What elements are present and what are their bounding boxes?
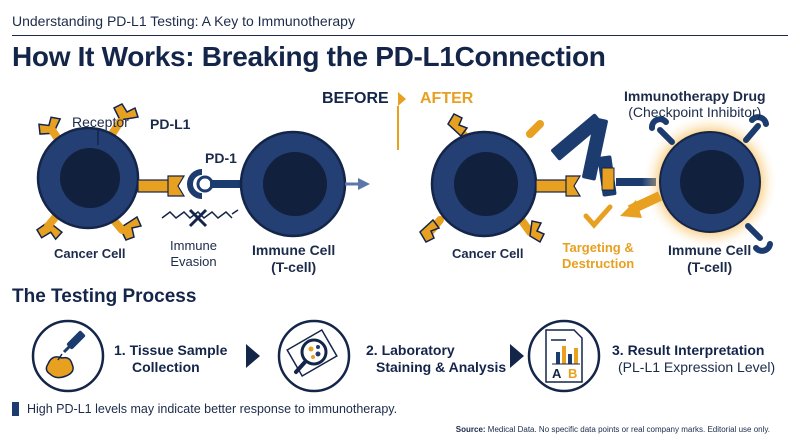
targeting-line2: Destruction [562,256,635,271]
source-text: Medical Data. No specific data points or… [487,425,770,434]
footnote-text: High PD-L1 levels may indicate better re… [27,402,398,416]
targeting-arrow-icon [620,191,663,218]
immune-evasion-line1: Immune [170,238,217,253]
before-after-divider [397,92,406,150]
step-arrow-icon [510,344,524,368]
drug-label-line2: (Checkpoint Inhibitor) [628,104,762,120]
result-letter-b: B [568,366,578,381]
source-line: Source: Medical Data. No specific data p… [456,425,770,434]
after-immune-cell-label: Immune Cell (T-cell) [668,242,751,276]
after-immune-cell [642,114,778,254]
before-immune-cell-line1: Immune Cell [252,242,336,258]
before-immune-cell-line2: (T-cell) [271,259,317,275]
after-immune-cell-line2: (T-cell) [687,259,733,275]
lab-analysis-icon [277,319,351,393]
step-arrow-icon [246,344,260,368]
pdl1-pd1-connection [137,169,250,199]
targeting-line1: Targeting & [562,240,634,255]
tissue-sample-icon [31,319,105,393]
source-label: Source: [455,425,486,434]
testing-heading: The Testing Process [12,286,197,307]
step-2-line1: 2. Laboratory [366,342,455,358]
before-immune-cell-label: Immune Cell (T-cell) [252,242,335,276]
note-marker [12,402,19,416]
step-3-line1: 3. Result Interpretation [612,342,765,358]
step-2-label: 2. Laboratory Staining & Analysis [366,342,506,376]
result-report-icon [527,319,601,393]
receptor-icon [35,103,143,241]
footnote: High PD-L1 levels may indicate better re… [12,402,397,416]
step-3-label: 3. Result Interpretation (PL-L1 Expressi… [612,342,775,376]
drug-label-line1: Immunotherapy Drug [624,88,766,104]
pdl1-label: PD-L1 [150,116,191,132]
immune-evasion-line2: Evasion [170,254,217,269]
before-heading: BEFORE [322,90,389,107]
targeting-label: Targeting & Destruction [562,240,634,272]
after-immune-cell-line1: Immune Cell [668,242,752,258]
receptor-label: Receptor [72,114,129,130]
before-cancer-cell-label: Cancer Cell [54,246,126,261]
result-letter-a: A [552,366,562,381]
checkmark-icon [583,204,613,229]
after-cancer-cell [419,113,582,244]
checkpoint-inhibitor-icon [551,113,656,197]
step-3-line2: (PL-L1 Expression Level) [618,359,776,375]
after-cancer-cell-label: Cancer Cell [452,246,524,261]
step-2-line2: Staining & Analysis [376,359,507,375]
step-1-line2: Collection [132,359,200,375]
header-divider [12,35,788,36]
kicker-title: Understanding PD-L1 Testing: A Key to Im… [12,13,355,29]
before-cancer-cell [35,103,143,241]
arrow-right-icon [345,178,370,190]
step-1-label: 1. Tissue Sample Collection [114,342,227,376]
immune-evasion-label: Immune Evasion [170,238,217,270]
step-1-line1: 1. Tissue Sample [114,342,228,358]
page-title: How It Works: Breaking the PD-L1Connecti… [12,41,606,72]
evasion-signal-icon [161,208,239,228]
after-heading: AFTER [420,90,474,107]
drug-label: Immunotherapy Drug (Checkpoint Inhibitor… [624,88,766,120]
before-immune-cell [239,130,347,238]
pd1-label: PD-1 [205,150,237,166]
